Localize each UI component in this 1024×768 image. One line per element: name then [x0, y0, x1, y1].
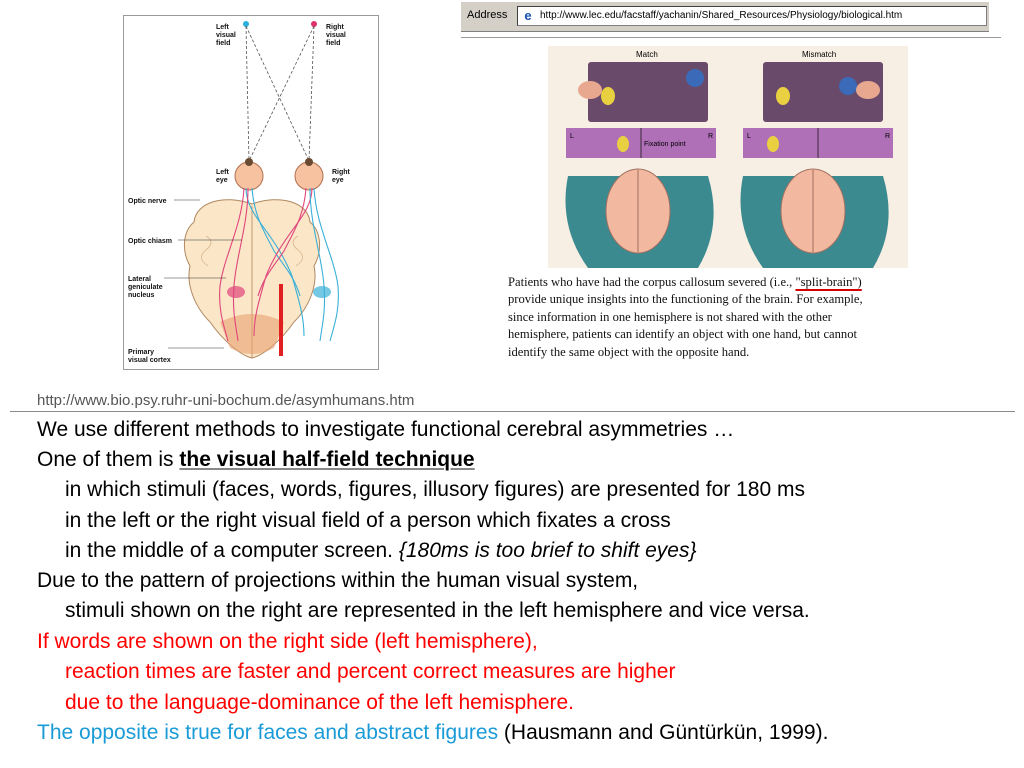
text-line-8: If words are shown on the right side (le… — [37, 630, 538, 653]
label-lgn-1: Lateral — [128, 276, 151, 283]
mismatch-cup — [839, 77, 857, 95]
label-left-visual-field-3: field — [216, 40, 230, 47]
gyrus-left — [201, 235, 212, 267]
source-url[interactable]: http://www.bio.psy.ruhr-uni-bochum.de/as… — [37, 392, 415, 409]
mismatch-pear-screen — [767, 136, 779, 152]
label-visual-cortex-2: visual cortex — [128, 357, 171, 364]
left-lgn — [227, 286, 245, 298]
text-line-9: reaction times are faster and percent co… — [65, 660, 676, 683]
match-pear — [601, 87, 615, 105]
text-line-1: We use different methods to investigate … — [37, 418, 735, 441]
caption-highlight: "split-brain") — [795, 275, 862, 289]
field-projection-lines — [245, 25, 315, 162]
match-label: Match — [636, 50, 658, 59]
mismatch-label: Mismatch — [802, 50, 836, 59]
match-l-marker: L — [570, 133, 574, 140]
text-line-6: Due to the pattern of projections within… — [37, 569, 639, 592]
label-lgn-3: nucleus — [128, 292, 155, 299]
label-right-visual-field-1: Right — [326, 24, 345, 31]
text-line-2-pre: One of them is — [37, 448, 180, 471]
mismatch-table — [763, 62, 883, 122]
text-line-7: stimuli shown on the right are represent… — [65, 599, 810, 622]
text-line-11-blue: The opposite is true for faces and abstr… — [37, 721, 499, 744]
right-pupil — [305, 158, 313, 166]
caption-line-3: since information in one hemisphere is n… — [508, 309, 832, 324]
text-line-5-pre: in the middle of a computer screen. — [65, 539, 399, 562]
label-right-visual-field-2: visual — [326, 32, 346, 39]
text-line-11-citation: (Hausmann and Güntürkün, 1999). — [498, 721, 829, 744]
match-r-marker: R — [708, 133, 713, 140]
text-line-5-aside: {180ms is too brief to shift eyes} — [398, 539, 697, 562]
text-line-5: in the middle of a computer screen. {180… — [65, 539, 697, 563]
match-hand — [578, 81, 602, 99]
mismatch-pear — [776, 87, 790, 105]
left-field-dot — [243, 21, 249, 27]
fixation-point-label: Fixation point — [644, 141, 686, 148]
label-optic-chiasm: Optic chiasm — [128, 238, 172, 245]
address-url: http://www.lec.edu/facstaff/yachanin/Sha… — [540, 10, 903, 21]
technique-term: the visual half-field technique — [179, 448, 475, 471]
split-brain-illustration: Match Mismatch Fixation point L R L R — [548, 46, 908, 268]
browser-address-bar: Address e http://www.lec.edu/facstaff/ya… — [461, 2, 989, 32]
right-field-dot — [311, 21, 317, 27]
label-left-eye-2: eye — [216, 177, 228, 184]
address-rule — [461, 37, 1001, 38]
label-right-visual-field-3: field — [326, 40, 340, 47]
caption-line-1-text: Patients who have had the corpus callosu… — [508, 275, 796, 289]
text-line-10: due to the language-dominance of the lef… — [65, 691, 575, 714]
text-line-3: in which stimuli (faces, words, figures,… — [65, 478, 805, 501]
text-line-11: The opposite is true for faces and abstr… — [37, 721, 828, 745]
browser-page-icon: e — [524, 8, 532, 23]
right-eye-shape — [294, 161, 324, 191]
address-label: Address — [467, 9, 508, 21]
label-pointers — [164, 199, 242, 349]
caption-line-4: hemisphere, patients can identify an obj… — [508, 327, 858, 342]
right-lgn — [313, 286, 331, 298]
caption-line-5: identify the same object with the opposi… — [508, 344, 750, 359]
label-optic-nerve: Optic nerve — [128, 198, 167, 205]
label-visual-cortex-1: Primary — [128, 349, 154, 356]
mismatch-l-marker: L — [747, 133, 751, 140]
label-right-eye-2: eye — [332, 177, 344, 184]
match-cup — [686, 69, 704, 87]
label-lgn-2: geniculate — [128, 284, 163, 291]
label-left-visual-field-2: visual — [216, 32, 236, 39]
text-line-2: One of them is the visual half-field tec… — [37, 448, 475, 472]
label-right-eye-1: Right — [332, 169, 351, 176]
caption-line-1: Patients who have had the corpus callosu… — [508, 274, 978, 291]
address-field[interactable]: e http://www.lec.edu/facstaff/yachanin/S… — [517, 6, 987, 26]
optic-fibers — [219, 187, 339, 342]
left-pupil — [245, 158, 253, 166]
section-divider — [10, 411, 1015, 412]
text-line-4: in the left or the right visual field of… — [65, 509, 671, 532]
label-left-eye-1: Left — [216, 169, 230, 176]
gyrus-right — [292, 235, 303, 267]
mismatch-r-marker: R — [885, 133, 890, 140]
match-pear-screen — [617, 136, 629, 152]
visual-pathway-svg: Left visual field Right visual field Lef… — [128, 21, 351, 364]
caption-line-2: provide unique insights into the functio… — [508, 292, 863, 307]
match-table — [588, 62, 708, 122]
visual-pathway-diagram: Left visual field Right visual field Lef… — [123, 15, 379, 370]
split-brain-caption: Patients who have had the corpus callosu… — [508, 274, 978, 361]
visual-cortex-region — [220, 314, 284, 354]
mismatch-hand — [856, 81, 880, 99]
label-left-visual-field-1: Left — [216, 24, 230, 31]
red-marker-line — [279, 284, 283, 356]
left-eye-shape — [234, 161, 264, 191]
